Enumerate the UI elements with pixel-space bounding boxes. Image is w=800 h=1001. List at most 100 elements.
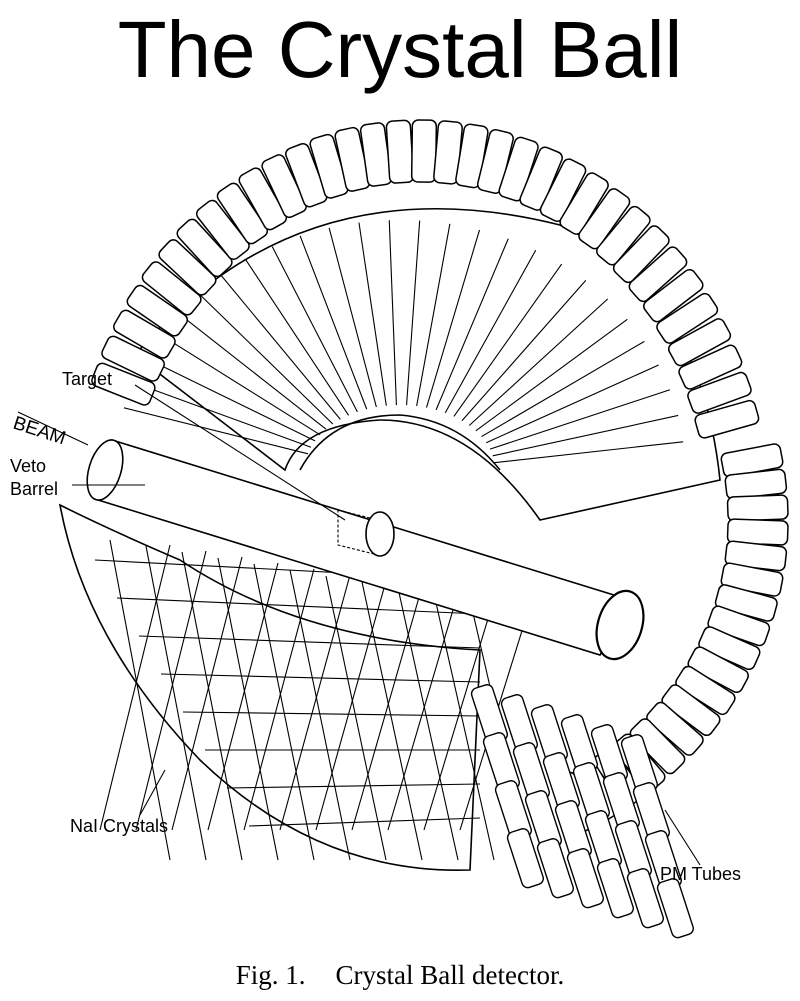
crystal-edge (177, 312, 327, 430)
pm-tube (559, 172, 609, 235)
crystal-edge (207, 562, 279, 831)
crystal-edge (358, 222, 387, 406)
pm-tube (596, 205, 651, 266)
crystal-edge (423, 598, 495, 831)
pm-tubes-lower (470, 684, 694, 939)
crystal-edge (481, 340, 645, 438)
pm-tube (410, 119, 438, 183)
pm-tube (385, 119, 415, 184)
crystal-edge (243, 568, 315, 831)
figure-caption: Fig. 1. Crystal Ball detector. (0, 958, 800, 992)
crystal-edge (453, 263, 563, 417)
pm-tube (519, 146, 563, 211)
caption-number: Fig. 1. (235, 960, 306, 990)
pm-tube (656, 292, 719, 344)
crystal-edge (361, 581, 423, 861)
crystal-edge (299, 235, 368, 410)
pm-tube (126, 284, 189, 337)
label-veto-2: Barrel (10, 479, 58, 499)
pm-tube (678, 344, 743, 390)
pm-tube (566, 848, 604, 909)
crystal-edge (145, 545, 207, 861)
crystal-edge (425, 229, 481, 408)
crystal-edge (468, 298, 609, 426)
crystal-edge (489, 389, 671, 450)
label-veto-1: Veto (10, 456, 46, 476)
nai-crystals-hemisphere (58, 503, 531, 871)
pm-tube (643, 268, 704, 323)
crystal-edge (485, 364, 659, 444)
crystal-edge (387, 592, 459, 831)
crystal-edge (406, 220, 421, 406)
crystal-edge (253, 563, 315, 861)
pm-tube (195, 199, 250, 260)
crystal-edge (109, 539, 171, 861)
pm-tube (101, 335, 165, 382)
crystal-edge (116, 597, 481, 615)
crystal-edge (160, 334, 321, 436)
crystal-ball-diagram: Target BEAM Veto Barrel NaI Crystals PM … (10, 119, 789, 939)
label-beam: BEAM (10, 413, 68, 450)
label-target: Target (62, 369, 112, 389)
crystal-edge (279, 574, 351, 831)
pm-tube (141, 261, 202, 316)
crystal-edge (494, 441, 684, 464)
crystal-edge (138, 635, 481, 649)
crystal-edge (351, 586, 423, 831)
pm-tube (629, 718, 686, 775)
crystal-edge (433, 593, 495, 861)
pm-tube (536, 838, 574, 899)
pm-tube (506, 828, 544, 889)
crystal-edge (145, 357, 316, 442)
pm-tube (694, 399, 760, 439)
crystal-edge (123, 407, 309, 455)
pm-tube (667, 318, 732, 367)
pm-tube (628, 246, 688, 303)
crystal-edge (132, 381, 312, 448)
pm-tube (158, 239, 217, 296)
pm-tube (113, 309, 176, 359)
label-nai-crystals: NaI Crystals (70, 816, 168, 836)
crystal-edge (160, 673, 481, 683)
crystal-edge (444, 249, 537, 414)
crystal-edge (388, 220, 397, 406)
crystal-edge (325, 575, 387, 861)
target (337, 509, 395, 557)
pm-tube (596, 858, 634, 919)
crystal-edge (492, 414, 679, 457)
pm-tube (176, 218, 233, 278)
pm-tube (216, 182, 269, 245)
crystal-edge (475, 318, 628, 432)
radial-crystal-segments (123, 207, 721, 521)
crystal-edge (198, 292, 334, 425)
pm-tube (626, 868, 664, 929)
crystal-edge (416, 223, 451, 407)
caption-text: Crystal Ball detector. (335, 960, 565, 990)
crystal-edge (248, 817, 481, 827)
crystal-edge (217, 557, 279, 861)
crystal-edge (271, 246, 358, 413)
pm-tube (238, 167, 288, 231)
crystal-edge (245, 259, 350, 416)
pm-tube (578, 188, 631, 250)
pm-tube (687, 371, 752, 414)
crystal-edge (135, 550, 207, 831)
crystal-edge (461, 280, 587, 422)
crystal-edge (397, 587, 459, 861)
pm-tube (726, 494, 789, 522)
pm-tube (656, 878, 694, 939)
pm-tubes (91, 119, 789, 834)
crystal-edge (289, 569, 351, 861)
crystal-edge (435, 238, 509, 411)
leader-lines (17, 384, 701, 866)
crystal-edge (171, 556, 243, 831)
pm-tube (539, 158, 587, 222)
label-pm-tubes: PM Tubes (660, 864, 741, 884)
page-title: The Crystal Ball (117, 5, 683, 94)
crystal-edge (220, 275, 341, 420)
veto-barrel (86, 438, 645, 661)
crystal-edge (182, 711, 481, 717)
pm-tube (612, 225, 670, 284)
crystal-edge (181, 551, 243, 861)
crystal-edge (99, 544, 171, 831)
